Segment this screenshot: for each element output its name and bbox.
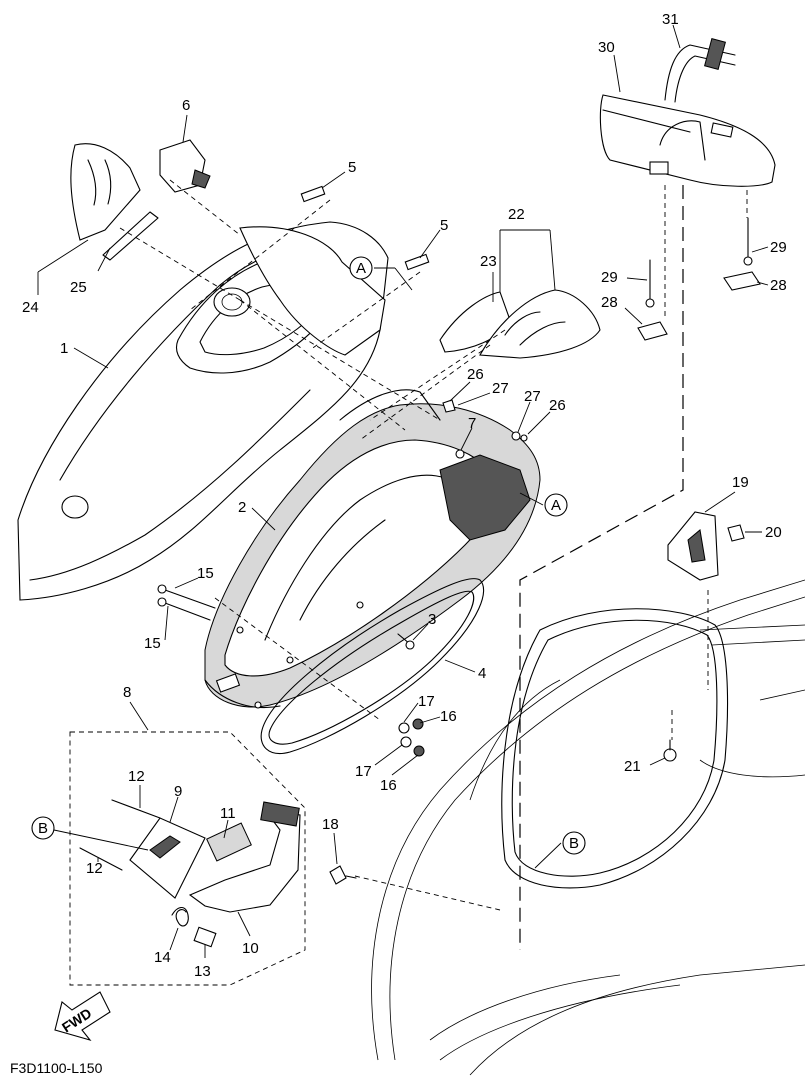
label-29: 29	[601, 269, 618, 286]
assembly-leaders	[119, 179, 748, 950]
label-30: 30	[598, 39, 615, 56]
ref-a-label-2: A	[551, 497, 561, 514]
label-6: 6	[182, 97, 190, 114]
label-13: 13	[194, 963, 211, 980]
label-22: 22	[508, 206, 525, 223]
latch-part-19	[667, 511, 719, 581]
strap-part-31	[664, 38, 736, 103]
front-bracket-part-24	[70, 143, 159, 261]
label-1: 1	[60, 340, 68, 357]
label-15b: 15	[144, 635, 161, 652]
screw-part-7	[455, 449, 465, 459]
diagram-code: F3D1100-L150	[10, 1060, 103, 1076]
ref-a-label: A	[356, 260, 366, 277]
label-17: 17	[418, 693, 435, 710]
label-25: 25	[70, 279, 87, 296]
label-2: 2	[238, 499, 246, 516]
label-10: 10	[242, 940, 259, 957]
label-28b: 28	[770, 277, 787, 294]
rivet-part-29	[645, 217, 753, 308]
ref-b-label: B	[38, 820, 48, 837]
label-18: 18	[322, 816, 339, 833]
reference-mark-a-top: A	[349, 256, 413, 291]
label-11: 11	[220, 805, 236, 822]
toolbox-part-30	[599, 94, 776, 187]
label-27b: 27	[524, 388, 541, 405]
vent-panel-part-22	[439, 289, 601, 359]
label-12b: 12	[86, 860, 103, 877]
label-20: 20	[765, 524, 782, 541]
hull-storage-opening	[501, 608, 729, 889]
strip-part-5	[300, 185, 326, 203]
label-12: 12	[128, 768, 145, 785]
reference-mark-b-left: B	[31, 816, 149, 851]
seal-part-4	[260, 578, 485, 754]
label-9: 9	[174, 783, 182, 800]
label-27: 27	[492, 380, 509, 397]
label-5b: 5	[440, 217, 448, 234]
label-26b: 26	[549, 397, 566, 414]
screw-part-3	[397, 633, 415, 650]
label-21: 21	[624, 758, 641, 775]
part-labels: 1 2 3 4 5 5 6 7 8 9 10 11 12 12 13 14 15	[22, 11, 787, 980]
label-14: 14	[154, 949, 171, 966]
label-31: 31	[662, 11, 679, 28]
fwd-arrow-icon: FWD	[54, 991, 111, 1042]
clip-part-28	[637, 271, 761, 341]
label-3: 3	[428, 611, 436, 628]
label-15: 15	[197, 565, 214, 582]
reference-mark-b-right: B	[534, 831, 586, 869]
washers-part-16-17	[398, 718, 425, 757]
label-4: 4	[478, 665, 486, 682]
label-28: 28	[601, 294, 618, 311]
label-5: 5	[348, 159, 356, 176]
label-26: 26	[467, 366, 484, 383]
label-17b: 17	[355, 763, 372, 780]
screw-part-18	[329, 865, 357, 885]
label-19: 19	[732, 474, 749, 491]
label-29b: 29	[770, 239, 787, 256]
ref-b-label-2: B	[569, 835, 579, 852]
reference-mark-a-right: A	[519, 492, 568, 517]
label-7: 7	[468, 415, 476, 432]
subassembly-part-8	[69, 731, 306, 986]
label-16: 16	[440, 708, 457, 725]
strip-part-5b	[404, 253, 430, 271]
switch-part-6	[159, 139, 211, 193]
hull-outline	[371, 579, 805, 1076]
liner-part-2	[204, 389, 541, 709]
label-24: 24	[22, 299, 39, 316]
hardware-part-26-27	[442, 399, 528, 442]
nut-part-20	[727, 524, 745, 542]
label-16b: 16	[380, 777, 397, 794]
label-8: 8	[123, 684, 131, 701]
label-23: 23	[480, 253, 497, 270]
bolts-part-15	[157, 584, 216, 621]
screw-part-21	[663, 739, 677, 762]
